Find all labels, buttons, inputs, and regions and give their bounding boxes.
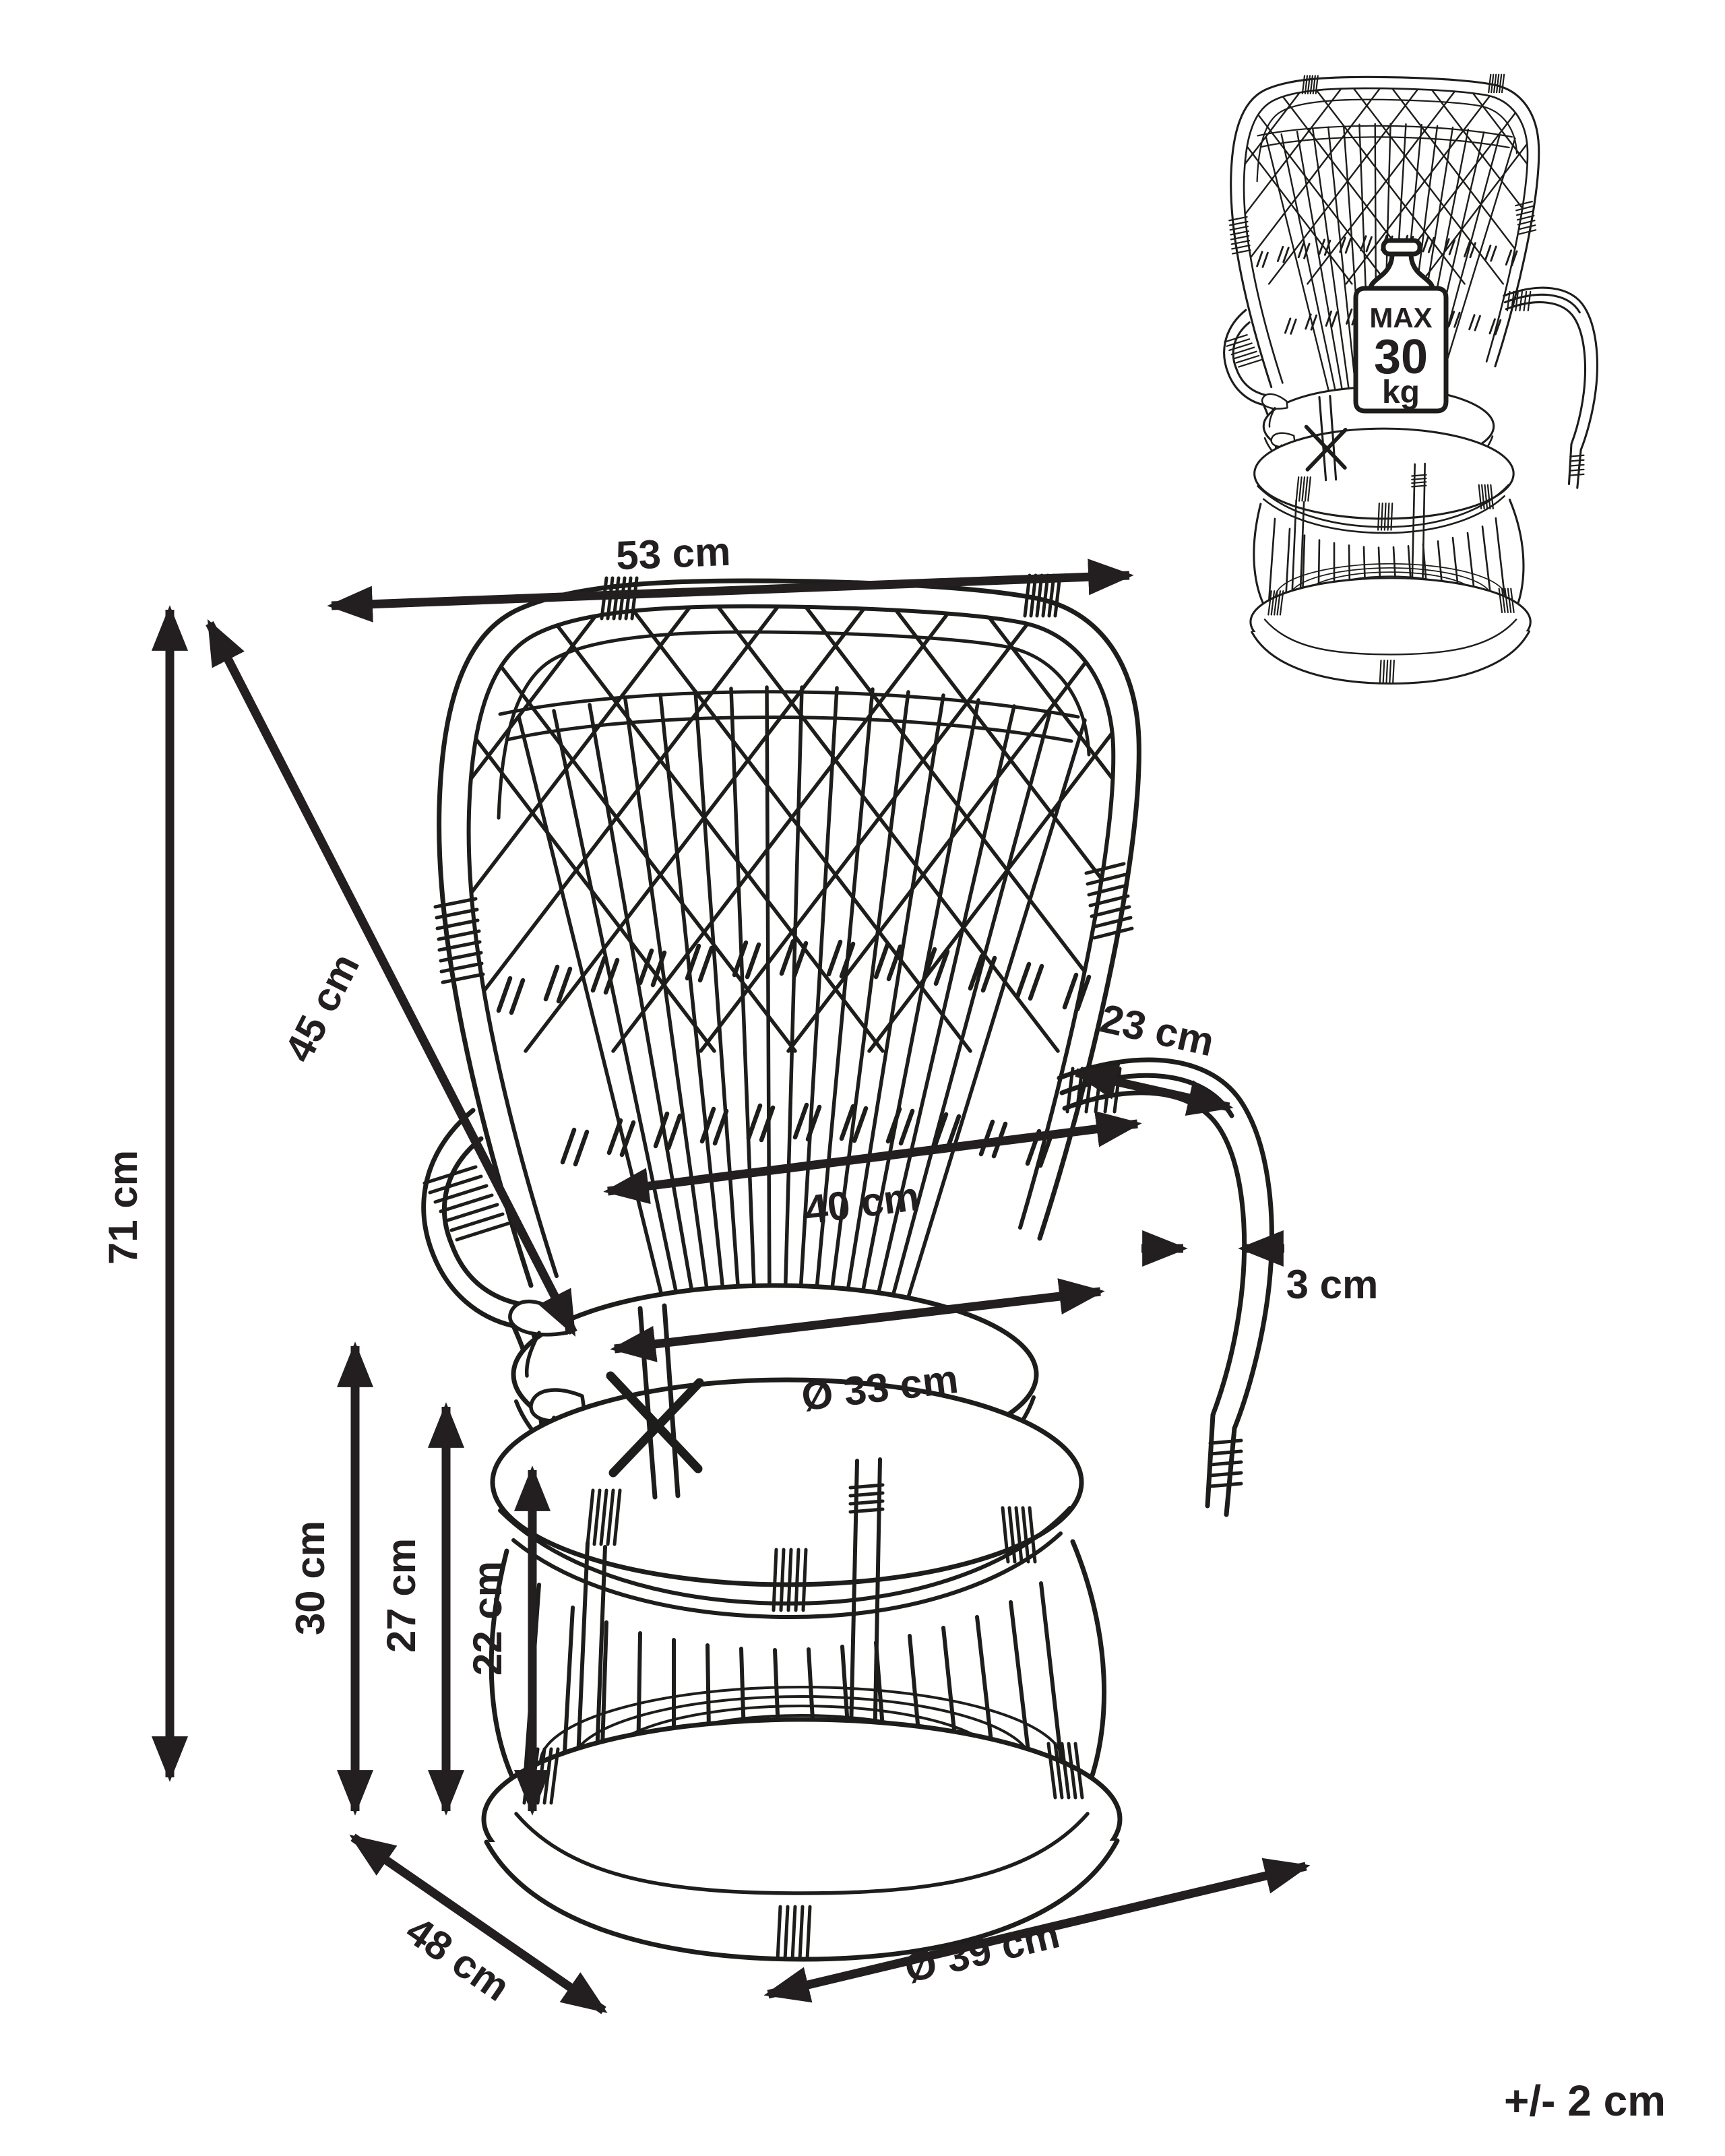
dim-backrest-width-arrow <box>603 1110 1142 1205</box>
weight-icon-lip <box>1381 238 1422 257</box>
dim-backrest-height-arrow <box>206 619 577 1337</box>
dim-overall-height-label: 71 cm <box>100 1150 146 1265</box>
max-load-icon: MAX 30 kg <box>1353 238 1449 414</box>
dim-armrest-thickness-label: 3 cm <box>1286 1262 1379 1307</box>
weight-icon-body <box>1353 286 1449 414</box>
dim-backrest-width-label: 40 cm <box>803 1174 922 1233</box>
dim-mid-height-label: 27 cm <box>379 1538 424 1653</box>
tolerance-note: +/- 2 cm <box>1504 2076 1666 2125</box>
dim-seat-depth-label: 48 cm <box>398 1907 518 2010</box>
dim-back-width-label: 53 cm <box>615 529 732 578</box>
dim-seat-height-label: 30 cm <box>288 1521 333 1635</box>
dim-seat-height: 30 cm <box>288 1341 374 1816</box>
max-load-unit: kg <box>1382 375 1420 410</box>
dim-armrest-thickness: 3 cm <box>1141 1230 1379 1307</box>
dim-base-top-height-label: 22 cm <box>465 1561 510 1676</box>
dim-backrest-height-label: 45 cm <box>276 947 368 1069</box>
dim-armrest-length-label: 23 cm <box>1096 996 1218 1065</box>
dim-backrest-height: 45 cm <box>206 619 577 1337</box>
dim-armrest-length-arrow <box>1071 1063 1234 1116</box>
dim-seat-depth-arrow <box>349 1833 608 2015</box>
inset-thumbnail: MAX 30 kg <box>1216 75 1597 684</box>
dim-base-top-height: 22 cm <box>465 1465 551 1816</box>
dim-base-diameter-arrow <box>763 1858 1311 2003</box>
dim-back-width-arrow <box>327 559 1134 623</box>
dim-mid-height: 27 cm <box>379 1402 465 1816</box>
max-load-label: MAX <box>1369 302 1432 334</box>
dim-back-width: 53 cm <box>327 529 1134 623</box>
max-load-value: 30 <box>1374 330 1428 384</box>
weight-icon-neck <box>1368 251 1435 291</box>
dim-seat-cushion-diameter-arrow <box>610 1278 1105 1362</box>
dim-overall-height: 71 cm <box>100 605 189 1782</box>
